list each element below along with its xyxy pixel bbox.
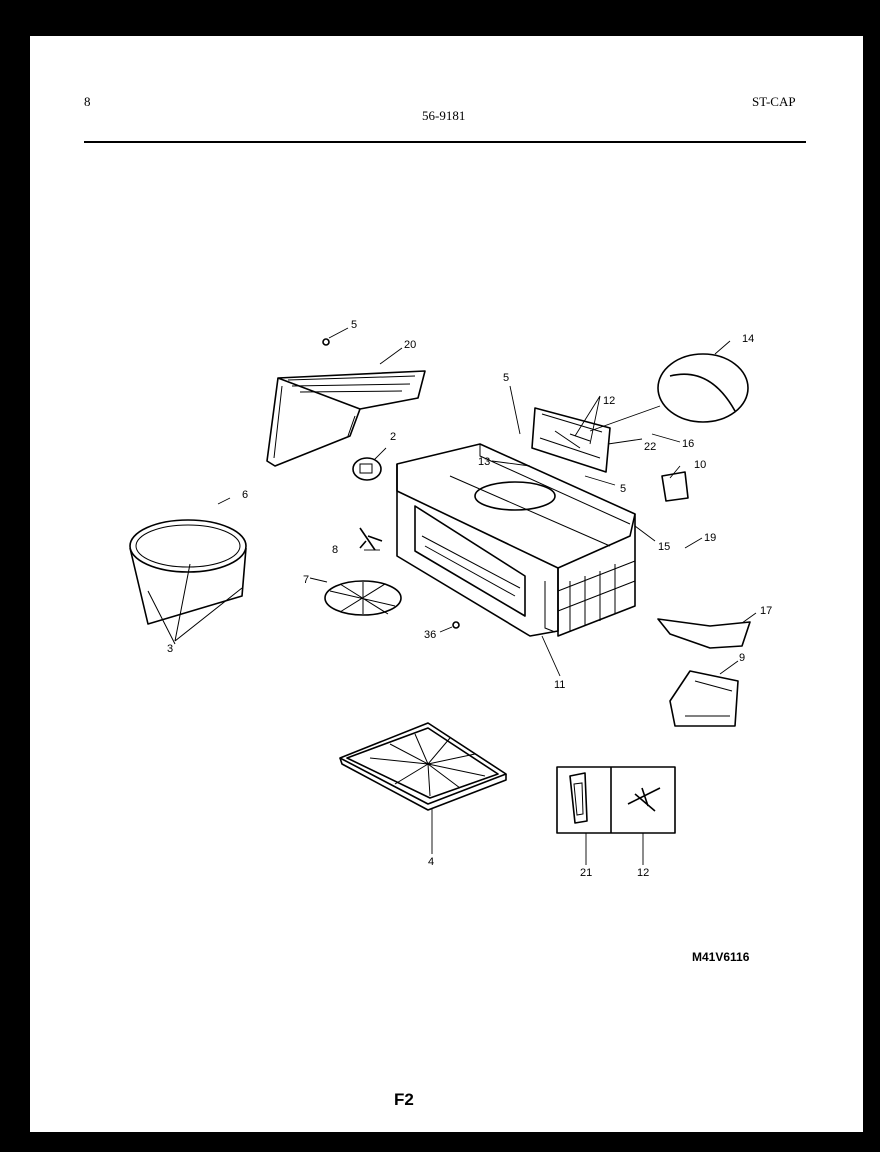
callout-21: 21 [580,867,592,879]
section-code: ST-CAP [752,94,796,109]
callout-2: 2 [390,431,396,443]
part-stirrer-shaft [359,527,383,551]
callout-5-right: 5 [620,483,626,495]
part-cavity-chassis [396,443,636,637]
callout-17: 17 [760,605,772,617]
callout-19: 19 [704,532,716,544]
part-screw-top [322,338,330,346]
callout-12-top: 12 [603,395,615,407]
page-number: 8 [84,94,91,109]
figure-label: F2 [394,1090,414,1109]
diagram-page: 8 56-9181 ST-CAP [30,36,863,1132]
header-rule [84,141,806,143]
callout-4: 4 [428,856,434,868]
callout-11: 11 [554,679,565,691]
callout-20: 20 [404,339,416,351]
callout-22: 22 [644,441,656,453]
callout-14: 14 [742,333,754,345]
part-waveguide-cover [589,353,749,432]
model-code: M41V6116 [692,950,750,964]
callout-6-left: 6 [242,489,248,501]
part-screw-36 [452,621,460,629]
part-top-shield [266,370,426,467]
leader-lines [217,327,757,865]
callout-10: 10 [694,459,706,471]
callout-13: 13 [478,456,490,468]
callout-3: 3 [167,643,173,655]
callout-12-inset: 12 [637,867,649,879]
part-stirrer-blade [324,580,402,616]
callout-5-mid: 5 [503,372,509,384]
part-stirrer-cover [129,519,247,645]
part-fuse-holder [352,457,382,481]
callout-15: 15 [658,541,670,553]
callout-7: 7 [303,574,309,586]
part-mounting-bracket [669,670,739,727]
part-magnetron-bracket [531,407,611,473]
callout-9: 9 [739,652,745,664]
document-number: 56-9181 [422,108,466,123]
detail-inset-box [556,766,676,834]
callout-8: 8 [332,544,338,556]
part-air-duct [657,618,751,649]
callout-16: 16 [682,438,694,450]
callout-5-top: 5 [351,319,357,331]
callout-labels: 5 20 2 6 3 8 7 36 5 12 14 22 16 13 5 10 … [167,319,772,879]
part-glass-tray [339,722,507,811]
part-sensor [661,471,689,502]
callout-36: 36 [424,629,436,641]
exploded-parts-diagram: 5 20 2 6 3 8 7 36 5 12 14 22 16 13 5 10 … [129,319,772,879]
